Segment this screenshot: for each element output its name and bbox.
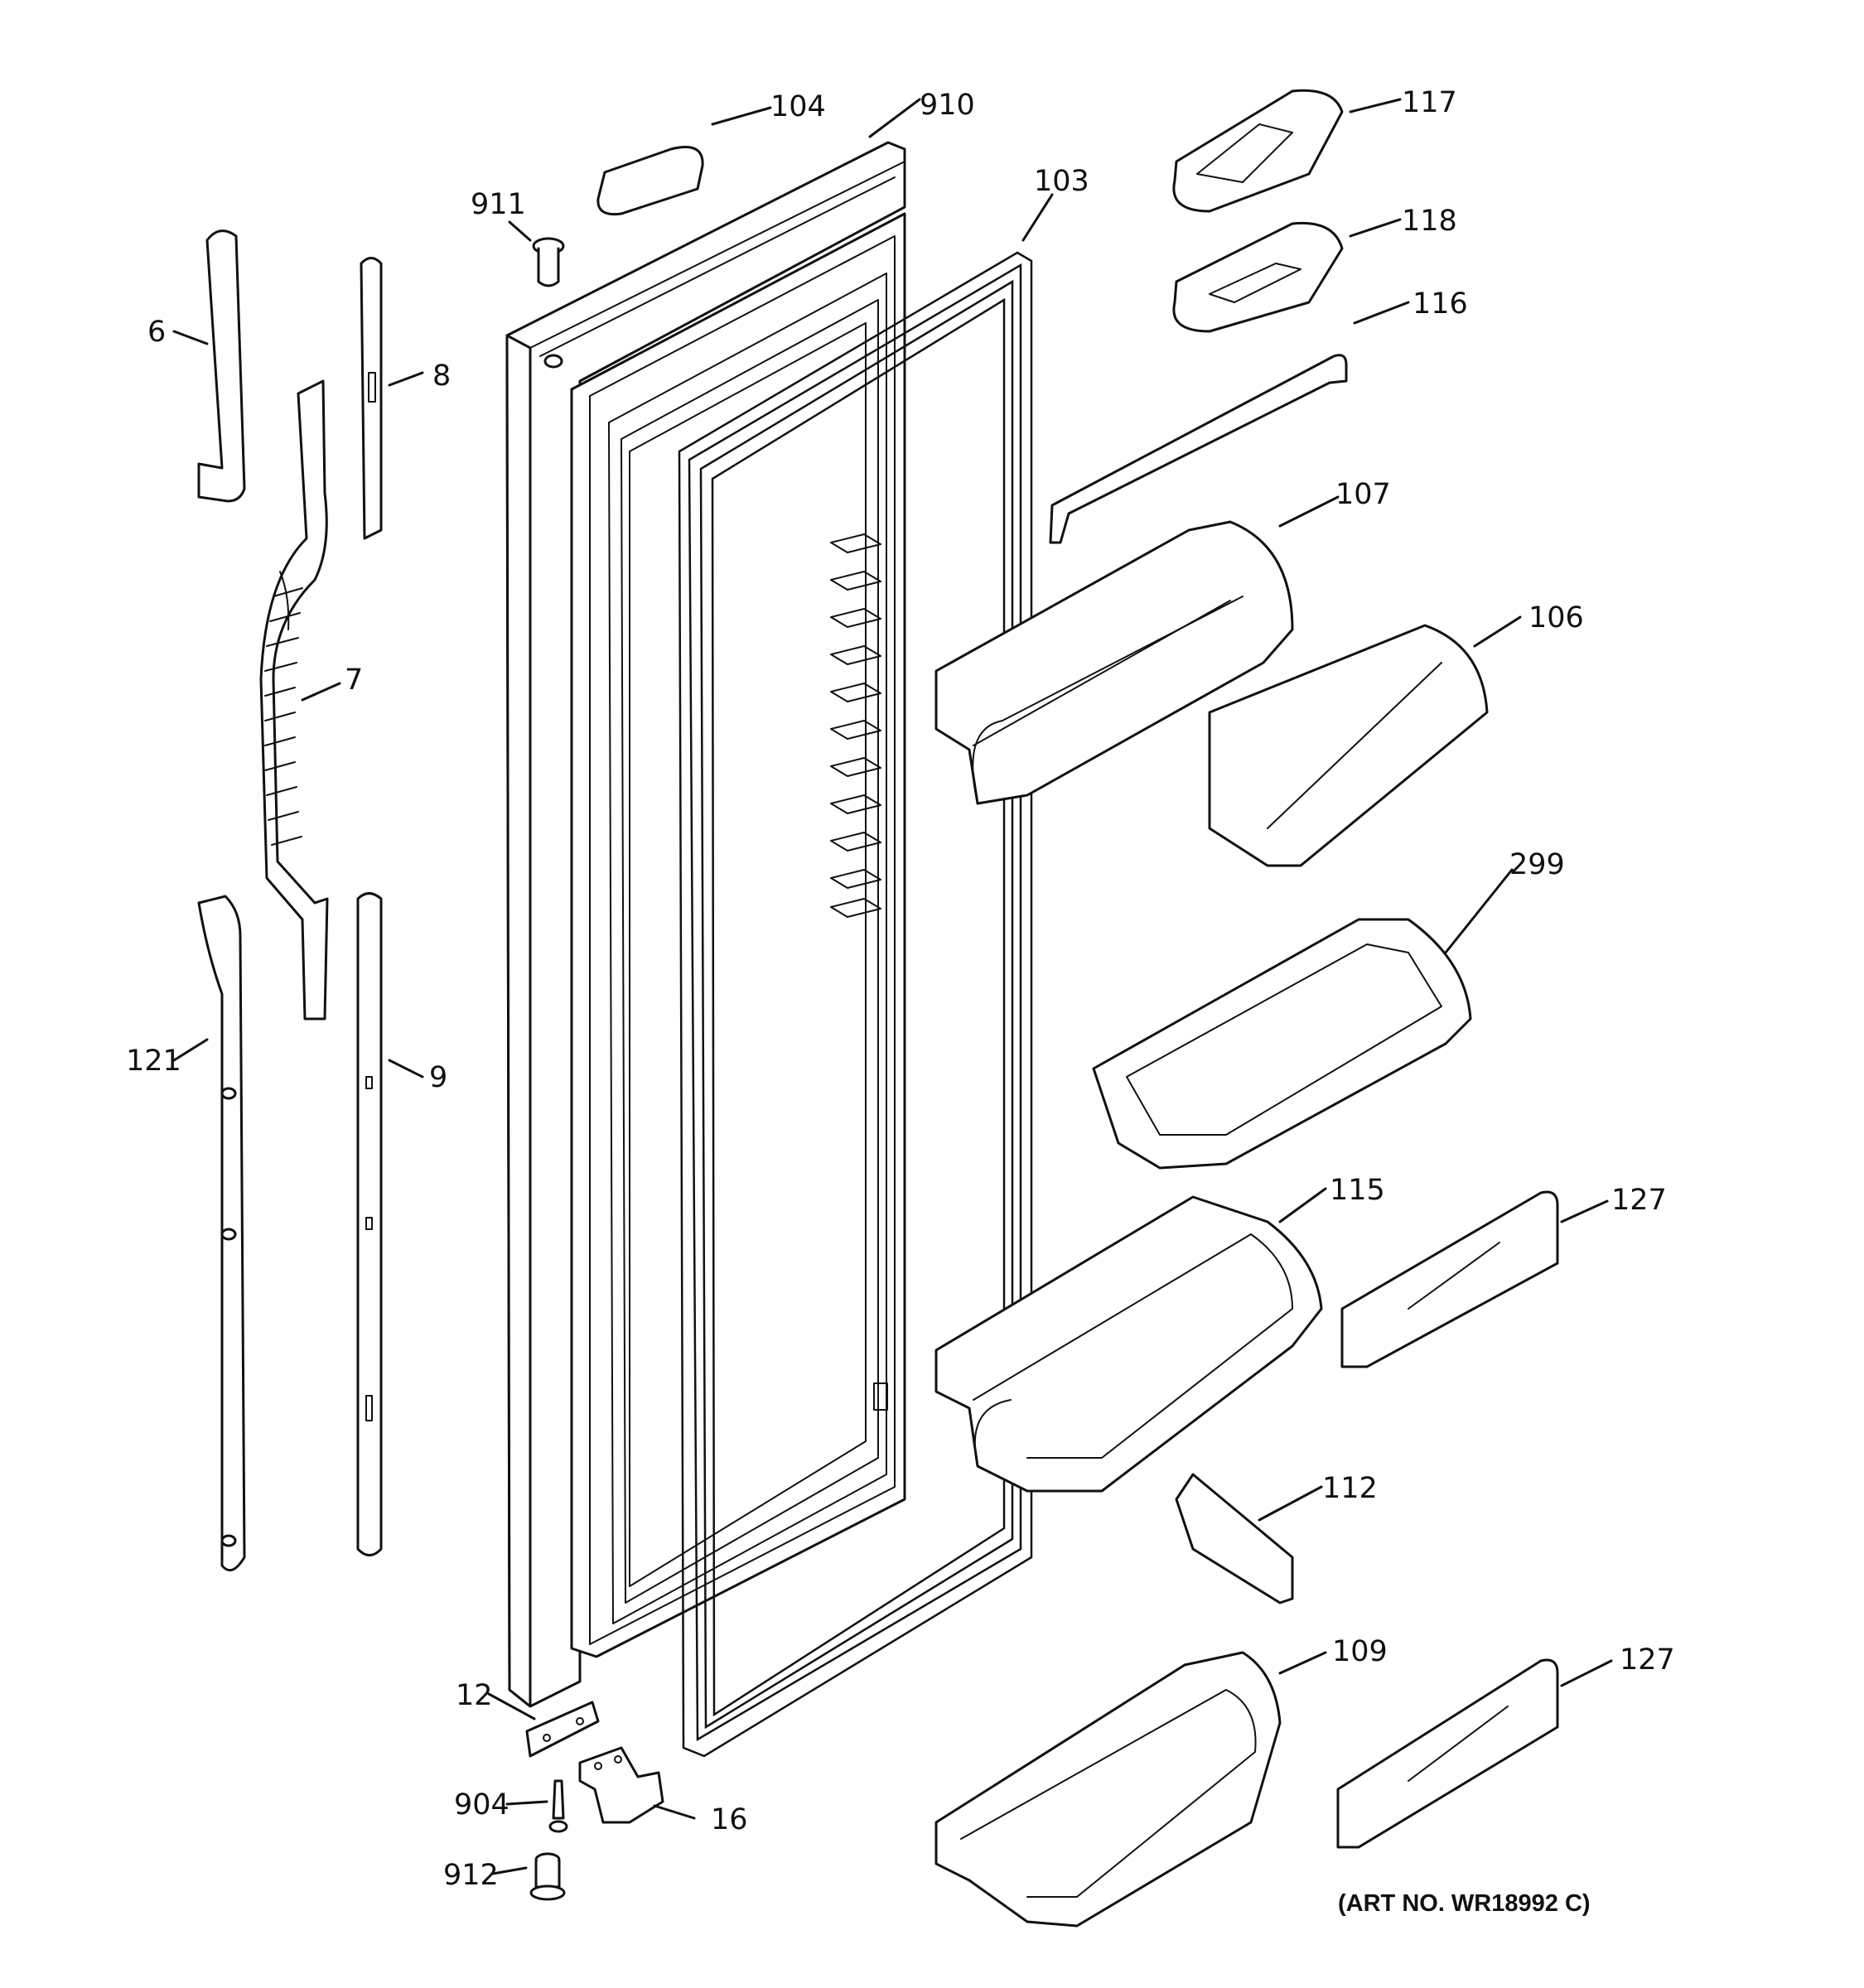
label-109: 109 [1332,1635,1388,1668]
divider-112 [1175,1473,1294,1604]
screw-904 [548,1779,568,1833]
bar-116 [1049,354,1348,544]
label-911: 911 [471,188,526,221]
door-shell-910 [505,141,906,1708]
label-115: 115 [1330,1174,1385,1207]
label-912: 912 [443,1859,499,1892]
label-6: 6 [147,316,166,349]
cover-117 [1172,89,1344,213]
pin-912 [529,1852,566,1901]
bushing-911 [532,237,565,287]
label-127-lower: 127 [1620,1643,1675,1677]
label-121: 121 [126,1045,181,1078]
label-910: 910 [920,89,975,122]
door-cap-104 [596,146,704,216]
handle-trim-121 [197,895,246,1572]
strip-9 [356,892,383,1556]
label-299: 299 [1509,848,1565,881]
bracket-12 [525,1701,600,1758]
door-inner-liner [570,212,906,1658]
door-handle-7 [259,379,329,1021]
label-107: 107 [1335,478,1391,511]
bin-front-106 [1208,624,1489,867]
label-8: 8 [432,359,451,393]
bin-front-127-upper [1340,1190,1559,1368]
label-116: 116 [1412,287,1468,321]
label-118: 118 [1402,205,1457,238]
door-bin-299 [1092,918,1472,1170]
bin-front-127-lower [1336,1658,1559,1849]
label-117: 117 [1402,86,1457,119]
label-112: 112 [1322,1472,1378,1505]
liner-shelf-supports [830,533,888,1411]
label-103: 103 [1034,165,1089,198]
tray-118 [1172,221,1344,333]
label-7: 7 [345,663,363,697]
label-16: 16 [711,1803,748,1836]
door-bin-109 [934,1651,1282,1928]
label-12: 12 [456,1679,493,1712]
label-106: 106 [1528,601,1584,635]
hinge-16 [578,1746,664,1824]
door-gasket-103 [678,251,1033,1758]
leader-lines [172,98,1613,1875]
label-127-upper: 127 [1611,1184,1667,1217]
label-9: 9 [429,1061,447,1094]
label-904: 904 [454,1788,509,1822]
label-104: 104 [770,90,826,123]
strip-8 [360,257,383,540]
door-bin-107 [934,520,1294,805]
art-number: (ART NO. WR18992 C) [1338,1890,1591,1917]
door-bin-115 [934,1195,1323,1493]
callout-labels: 104 910 911 103 117 118 116 6 8 7 107 10… [126,86,1675,1892]
handle-trim-6 [197,229,246,503]
